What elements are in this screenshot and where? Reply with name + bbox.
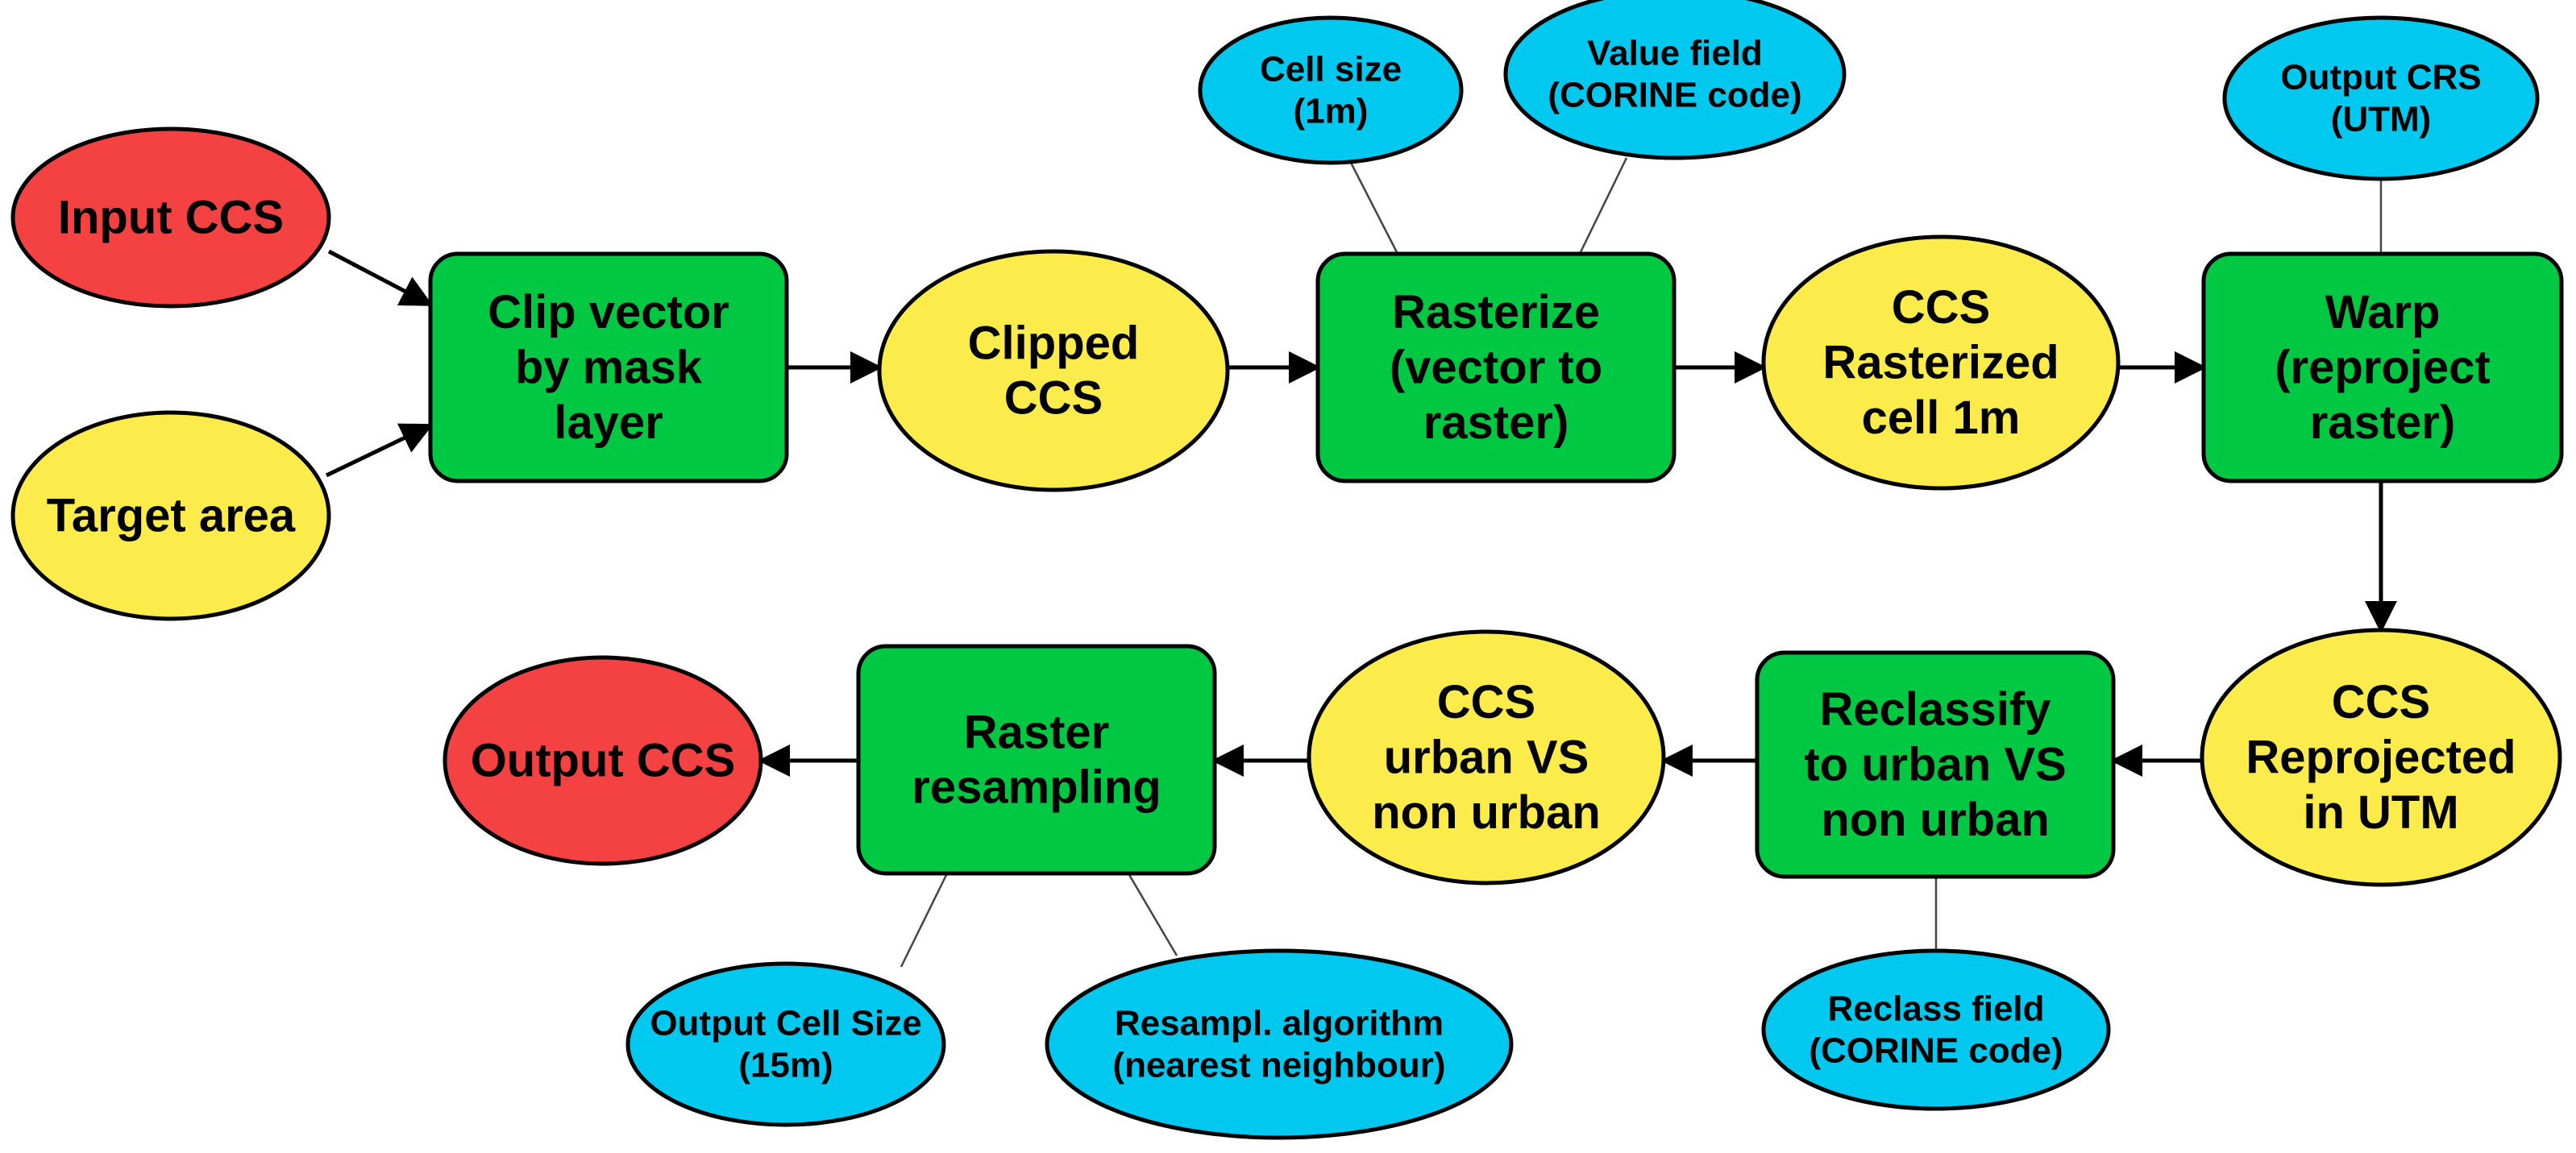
node-output-cell-size: Output Cell Size(15m)	[625, 961, 946, 1127]
node-label-clipped-ccs-line-0: Clipped	[968, 317, 1140, 369]
node-shape-clipped-ccs	[877, 249, 1230, 492]
node-label-reclass-field-line-1: (CORINE code)	[1809, 1031, 2063, 1070]
node-label-rasterize-line-2: raster)	[1423, 396, 1569, 449]
node-label-value-field-line-1: (CORINE code)	[1548, 75, 1801, 114]
param-link-value-field-to-rasterize	[1578, 157, 1628, 255]
param-link-output-cell-size-to-raster-resampling	[900, 873, 949, 968]
node-label-ccs-rasterized-line-2: cell 1m	[1862, 392, 2021, 444]
flow-arrow-input-ccs-to-clip-vector	[327, 249, 434, 307]
node-label-warp-line-1: (reproject	[2275, 342, 2491, 394]
node-label-ccs-urban-line-1: urban VS	[1384, 732, 1589, 784]
node-shape-ccs-reprojected	[2200, 628, 2562, 887]
node-label-reclass-field-line-0: Reclass field	[1827, 989, 2044, 1029]
node-label-clipped-ccs-line-1: CCS	[1004, 372, 1103, 425]
node-cell-size: Cell size(1m)	[1198, 15, 1464, 165]
node-value-field: Value field(CORINE code)	[1503, 0, 1847, 160]
edges-layer	[325, 156, 2397, 968]
node-output-ccs: Output CCS	[442, 655, 763, 866]
node-label-raster-resampling-line-1: resampling	[912, 761, 1161, 814]
node-shape-reclassify	[1755, 650, 2116, 879]
node-shape-ccs-rasterized	[1761, 234, 2121, 491]
node-label-clip-vector-line-1: by mask	[515, 342, 703, 394]
node-label-output-cell-size-line-0: Output Cell Size	[650, 1004, 921, 1043]
node-label-warp-line-2: raster)	[2310, 396, 2456, 449]
node-reclass-field: Reclass field(CORINE code)	[1761, 948, 2111, 1111]
node-label-cell-size-line-1: (1m)	[1294, 91, 1369, 131]
flow-arrow-target-area-to-clip-vector	[325, 423, 434, 478]
node-resampl-algorithm: Resampl. algorithm(nearest neighbour)	[1045, 948, 1514, 1140]
node-label-reclassify-line-2: non urban	[1821, 794, 2050, 846]
node-shape-resampl-algorithm	[1045, 948, 1514, 1140]
node-shape-output-ccs	[442, 655, 763, 866]
node-shape-warp	[2201, 251, 2564, 483]
node-shape-input-ccs	[10, 126, 331, 309]
node-shape-clip-vector	[428, 251, 789, 483]
node-label-cell-size-line-0: Cell size	[1260, 50, 1402, 89]
node-label-rasterize-line-1: (vector to	[1390, 342, 1602, 394]
node-shape-rasterize	[1315, 251, 1676, 483]
node-label-resampl-algorithm-line-0: Resampl. algorithm	[1115, 1004, 1444, 1043]
node-label-reclassify-line-1: to urban VS	[1804, 739, 2066, 791]
node-label-ccs-rasterized-line-0: CCS	[1892, 281, 1990, 334]
node-label-raster-resampling-line-0: Raster	[964, 706, 1110, 758]
node-label-target-area-line-0: Target area	[47, 490, 296, 542]
node-label-ccs-urban-line-0: CCS	[1437, 676, 1535, 728]
node-label-rasterize-line-0: Rasterize	[1392, 286, 1600, 338]
node-shape-cell-size	[1198, 15, 1464, 165]
node-shape-target-area	[10, 410, 331, 621]
node-label-output-crs-line-1: (UTM)	[2331, 99, 2432, 139]
node-label-clip-vector-line-2: layer	[554, 396, 663, 449]
node-shape-value-field	[1503, 0, 1847, 160]
node-label-clip-vector-line-0: Clip vector	[488, 286, 729, 338]
node-shape-reclass-field	[1761, 948, 2111, 1111]
node-label-output-crs-line-0: Output CRS	[2280, 58, 2481, 97]
node-label-output-cell-size-line-1: (15m)	[738, 1045, 833, 1085]
param-link-cell-size-to-rasterize	[1346, 156, 1399, 255]
param-link-resampl-algorithm-to-raster-resampling	[1127, 873, 1178, 956]
node-label-resampl-algorithm-line-1: (nearest neighbour)	[1112, 1045, 1445, 1085]
node-output-crs: Output CRS(UTM)	[2222, 15, 2540, 181]
node-label-ccs-reprojected-line-1: Reprojected	[2246, 732, 2516, 784]
node-label-ccs-rasterized-line-1: Rasterized	[1822, 337, 2059, 389]
node-label-ccs-reprojected-line-0: CCS	[2332, 676, 2430, 728]
node-target-area: Target area	[10, 410, 331, 621]
node-input-ccs: Input CCS	[10, 126, 331, 309]
node-label-value-field-line-0: Value field	[1587, 34, 1763, 73]
node-label-reclassify-line-0: Reclassify	[1820, 683, 2051, 736]
node-label-ccs-urban-line-2: non urban	[1372, 786, 1601, 839]
node-label-output-ccs-line-0: Output CCS	[471, 735, 736, 787]
node-label-ccs-reprojected-line-2: in UTM	[2303, 786, 2458, 839]
node-label-input-ccs-line-0: Input CCS	[58, 192, 284, 244]
node-label-warp-line-0: Warp	[2325, 286, 2441, 338]
node-shape-raster-resampling	[856, 644, 1217, 876]
node-shape-output-cell-size	[625, 961, 946, 1127]
node-shape-ccs-urban	[1307, 629, 1666, 885]
node-shape-output-crs	[2222, 15, 2540, 181]
